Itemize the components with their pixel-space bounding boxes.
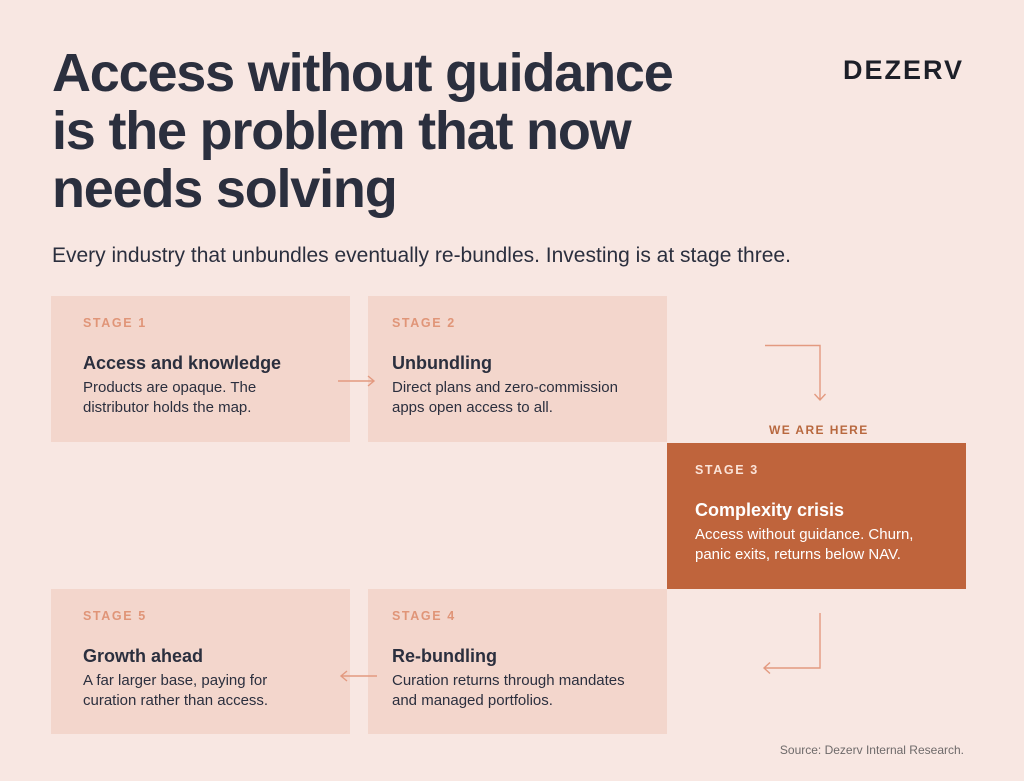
stage-label: STAGE 1 — [83, 316, 147, 330]
stage-2-card: STAGE 2 Unbundling Direct plans and zero… — [368, 296, 667, 442]
stage-label: STAGE 4 — [392, 609, 456, 623]
stage-heading: Complexity crisis — [695, 500, 845, 520]
stage-label: STAGE 3 — [695, 463, 759, 477]
title-line: needs solving — [52, 159, 398, 219]
subtitle: Every industry that unbundles eventually… — [52, 244, 791, 267]
arrow-right-icon — [338, 375, 376, 387]
stage-heading: Re-bundling — [392, 646, 497, 666]
stage-heading: Unbundling — [392, 353, 492, 373]
stage-5-card: STAGE 5 Growth ahead A far larger base, … — [51, 589, 350, 734]
arrow-turn-left-icon — [762, 613, 821, 675]
stage-heading: Access and knowledge — [83, 353, 282, 373]
arrow-turn-down-icon — [765, 344, 827, 402]
title-line: is the problem that now — [52, 101, 632, 161]
current-stage-marker: WE ARE HERE — [769, 423, 869, 437]
stage-4-card: STAGE 4 Re-bundling Curation returns thr… — [368, 589, 667, 734]
brand-logo: DEZERV — [843, 55, 965, 85]
stage-1-card: STAGE 1 Access and knowledge Products ar… — [51, 296, 350, 442]
stage-description: Access without guidance. Churn, panic ex… — [695, 526, 914, 563]
stage-description: Direct plans and zero-commission apps op… — [392, 379, 618, 416]
stage-description: Curation returns through mandates and ma… — [392, 672, 625, 709]
title-line: Access without guidance — [52, 43, 674, 103]
stage-label: STAGE 2 — [392, 316, 456, 330]
source-note: Source: Dezerv Internal Research. — [779, 743, 964, 757]
stage-description: A far larger base, paying for curation r… — [83, 672, 269, 709]
stage-heading: Growth ahead — [83, 646, 204, 666]
stage-description: Products are opaque. The distributor hol… — [83, 379, 257, 416]
stage-3-card: STAGE 3 Complexity crisis Access without… — [667, 443, 966, 589]
page-title: Access without guidance is the problem t… — [52, 44, 772, 218]
arrow-left-icon — [339, 670, 377, 682]
stage-label: STAGE 5 — [83, 609, 147, 623]
